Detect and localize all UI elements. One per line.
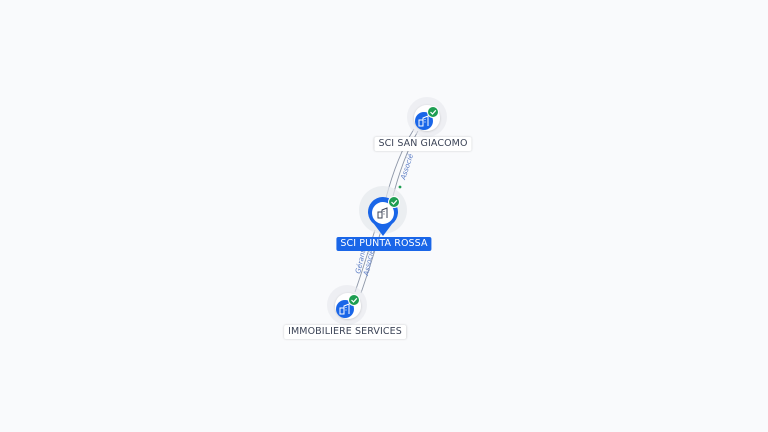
check-icon xyxy=(427,106,439,118)
node-label-sci-san-giacomo[interactable]: SCI SAN GIACOMO xyxy=(374,137,472,151)
node-immobiliere-services[interactable] xyxy=(327,285,367,325)
node-label-sci-punta-rossa[interactable]: SCI PUNTA ROSSA xyxy=(336,237,432,251)
node-label-immobiliere-services[interactable]: IMMOBILIERE SERVICES xyxy=(284,325,406,339)
building-icon xyxy=(418,115,429,127)
check-icon xyxy=(348,294,360,306)
building-icon xyxy=(377,207,388,219)
node-sci-san-giacomo[interactable] xyxy=(407,97,447,137)
edge-arrow-icon xyxy=(398,185,402,189)
check-icon xyxy=(388,196,400,208)
building-icon xyxy=(339,303,350,315)
edge-center-bottom[interactable]: Gérant Associé xyxy=(354,229,382,294)
node-sci-punta-rossa[interactable] xyxy=(359,186,407,236)
